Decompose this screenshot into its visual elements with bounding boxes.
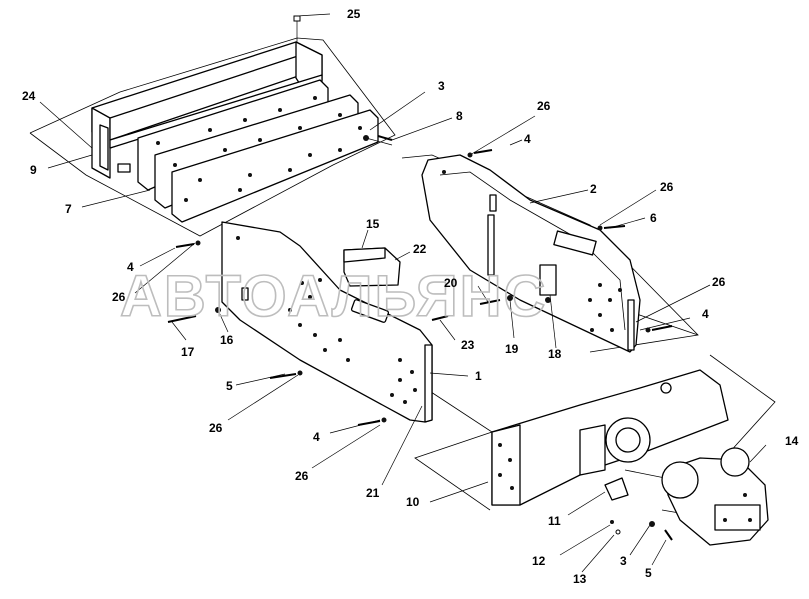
callout-3-lower: 3 bbox=[620, 554, 627, 568]
callout-26-b: 26 bbox=[660, 180, 674, 194]
callout-25: 25 bbox=[347, 7, 361, 21]
callout-8: 8 bbox=[456, 109, 463, 123]
callout-15: 15 bbox=[366, 217, 380, 231]
callout-9: 9 bbox=[30, 163, 37, 177]
callout-26-e: 26 bbox=[209, 421, 223, 435]
leader-lines bbox=[39, 13, 767, 573]
callout-20: 20 bbox=[444, 276, 458, 290]
callout-7: 7 bbox=[65, 202, 72, 216]
callout-2: 2 bbox=[590, 182, 597, 196]
callout-21: 21 bbox=[366, 486, 380, 500]
callout-22: 22 bbox=[413, 242, 427, 256]
callout-5-upper: 5 bbox=[226, 379, 233, 393]
callout-19: 19 bbox=[505, 342, 519, 356]
callout-14: 14 bbox=[785, 434, 799, 448]
callout-17: 17 bbox=[181, 345, 195, 359]
part-1-front-plate bbox=[221, 221, 433, 423]
callout-4-b: 4 bbox=[127, 260, 134, 274]
callout-10: 10 bbox=[406, 495, 420, 509]
callout-24: 24 bbox=[22, 89, 36, 103]
callout-4-c: 4 bbox=[702, 307, 709, 321]
part-15-bracket bbox=[343, 247, 401, 287]
part-11-cap bbox=[604, 477, 629, 501]
plate-holes bbox=[156, 96, 362, 202]
callout-23: 23 bbox=[461, 338, 475, 352]
callout-4-a: 4 bbox=[524, 132, 531, 146]
callout-3-upper: 3 bbox=[438, 79, 445, 93]
watermark-text: АВТОАЛЬЯНС bbox=[120, 264, 547, 329]
callout-26-f: 26 bbox=[295, 469, 309, 483]
callout-12: 12 bbox=[532, 554, 546, 568]
callout-26-c: 26 bbox=[112, 290, 126, 304]
callout-13: 13 bbox=[573, 572, 587, 586]
callout-labels: 25 24 9 7 3 8 26 4 2 26 6 15 22 4 26 20 … bbox=[22, 7, 799, 586]
callout-18: 18 bbox=[548, 347, 562, 361]
part-14-housing bbox=[661, 447, 769, 546]
part-7-plates bbox=[137, 79, 379, 223]
callout-11: 11 bbox=[548, 514, 561, 528]
callout-26-a: 26 bbox=[537, 99, 551, 113]
callout-26-d: 26 bbox=[712, 275, 726, 289]
callout-16: 16 bbox=[220, 333, 234, 347]
fasteners bbox=[167, 149, 673, 541]
callout-1: 1 bbox=[475, 369, 482, 383]
part-2-rear-plate bbox=[421, 154, 641, 353]
part-10-axle-beam bbox=[491, 369, 729, 506]
callout-6: 6 bbox=[650, 211, 657, 225]
callout-4-d: 4 bbox=[313, 430, 320, 444]
callout-5-lower: 5 bbox=[645, 566, 652, 580]
bolts-3-8-upper bbox=[363, 135, 393, 146]
